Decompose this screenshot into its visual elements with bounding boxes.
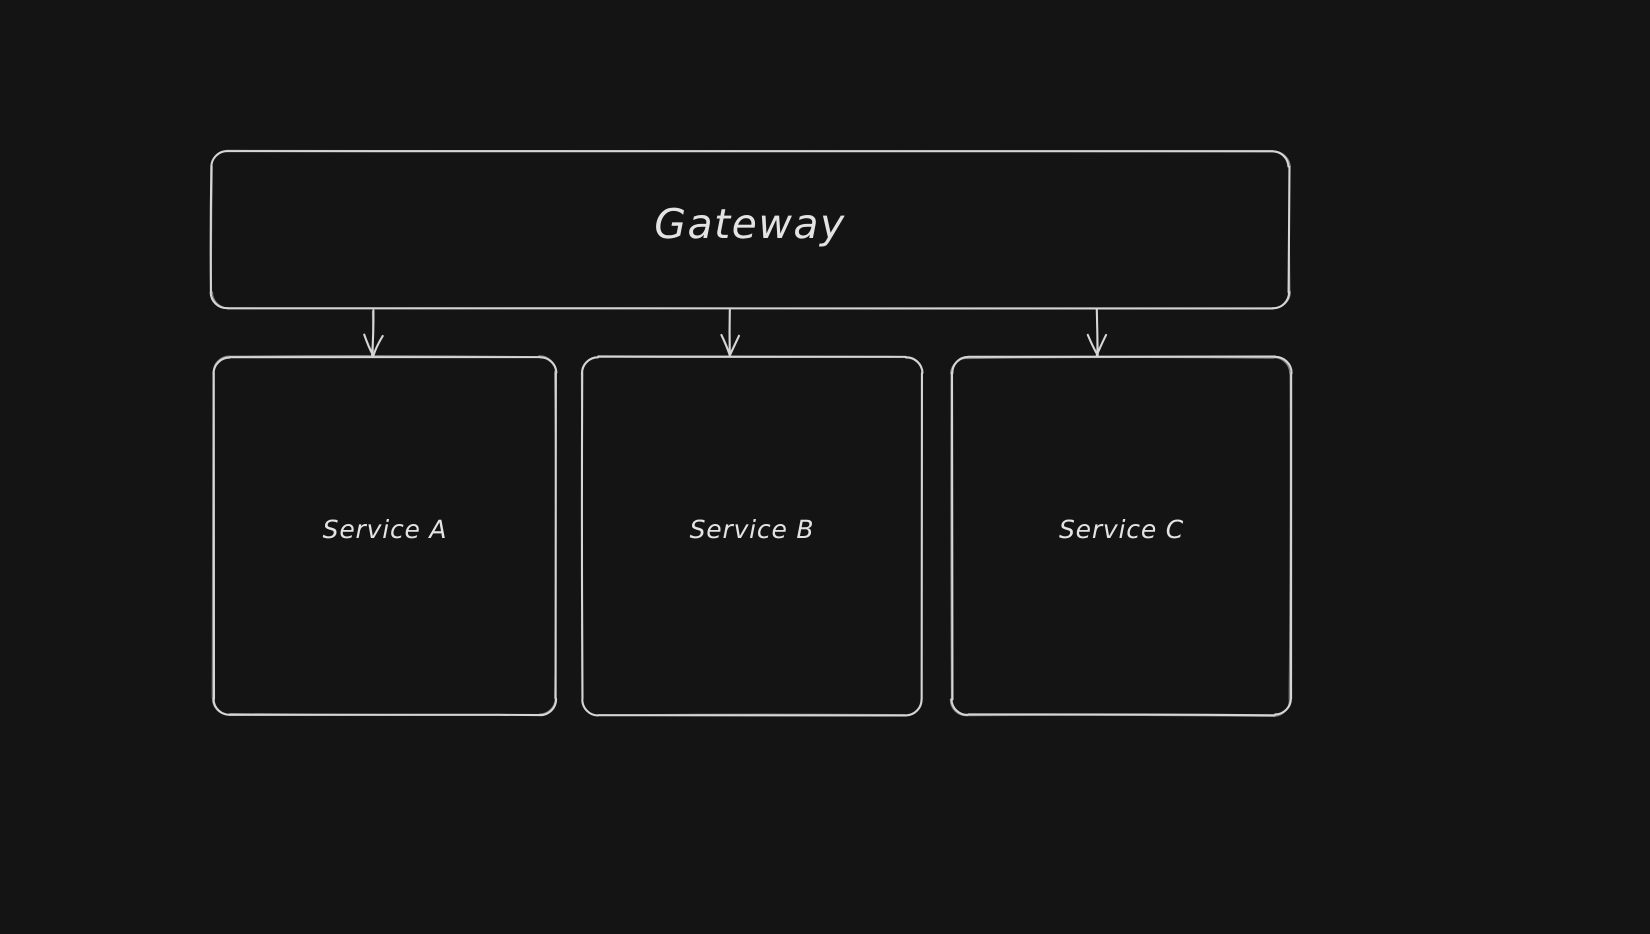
shape-layer — [209, 149, 1293, 717]
edge-gateway-to-service-a-head-right-sketch — [372, 335, 384, 356]
edge-gateway-to-service-a-head-left-sketch — [363, 334, 374, 356]
edge-gateway-to-service-b-head-right — [728, 334, 741, 356]
node-service-a-outline-sketch — [211, 355, 557, 716]
node-gateway-outline-sketch — [210, 149, 1291, 310]
node-service-a-outline — [212, 356, 558, 717]
edge-gateway-to-service-a-head-right — [372, 334, 384, 357]
edge-gateway-to-service-b-head-right-sketch — [729, 335, 740, 356]
node-service-c-outline — [950, 355, 1293, 717]
edge-gateway-to-service-a-shaft-sketch — [371, 311, 374, 355]
edge-gateway-to-service-c-head-right-sketch — [1096, 334, 1107, 356]
edge-gateway-to-service-c-head-right — [1095, 333, 1108, 357]
edge-gateway-to-service-c-head-left-sketch — [1087, 334, 1099, 356]
edge-gateway-to-service-b-head-left-sketch — [720, 334, 731, 356]
node-service-c-outline-sketch — [949, 356, 1292, 717]
node-service-b-outline — [580, 355, 924, 717]
node-gateway-outline — [209, 149, 1291, 310]
edge-gateway-to-service-a-head-left — [363, 333, 374, 356]
node-service-b-outline-sketch — [580, 356, 923, 716]
edge-gateway-to-service-b-head-left — [720, 333, 731, 356]
